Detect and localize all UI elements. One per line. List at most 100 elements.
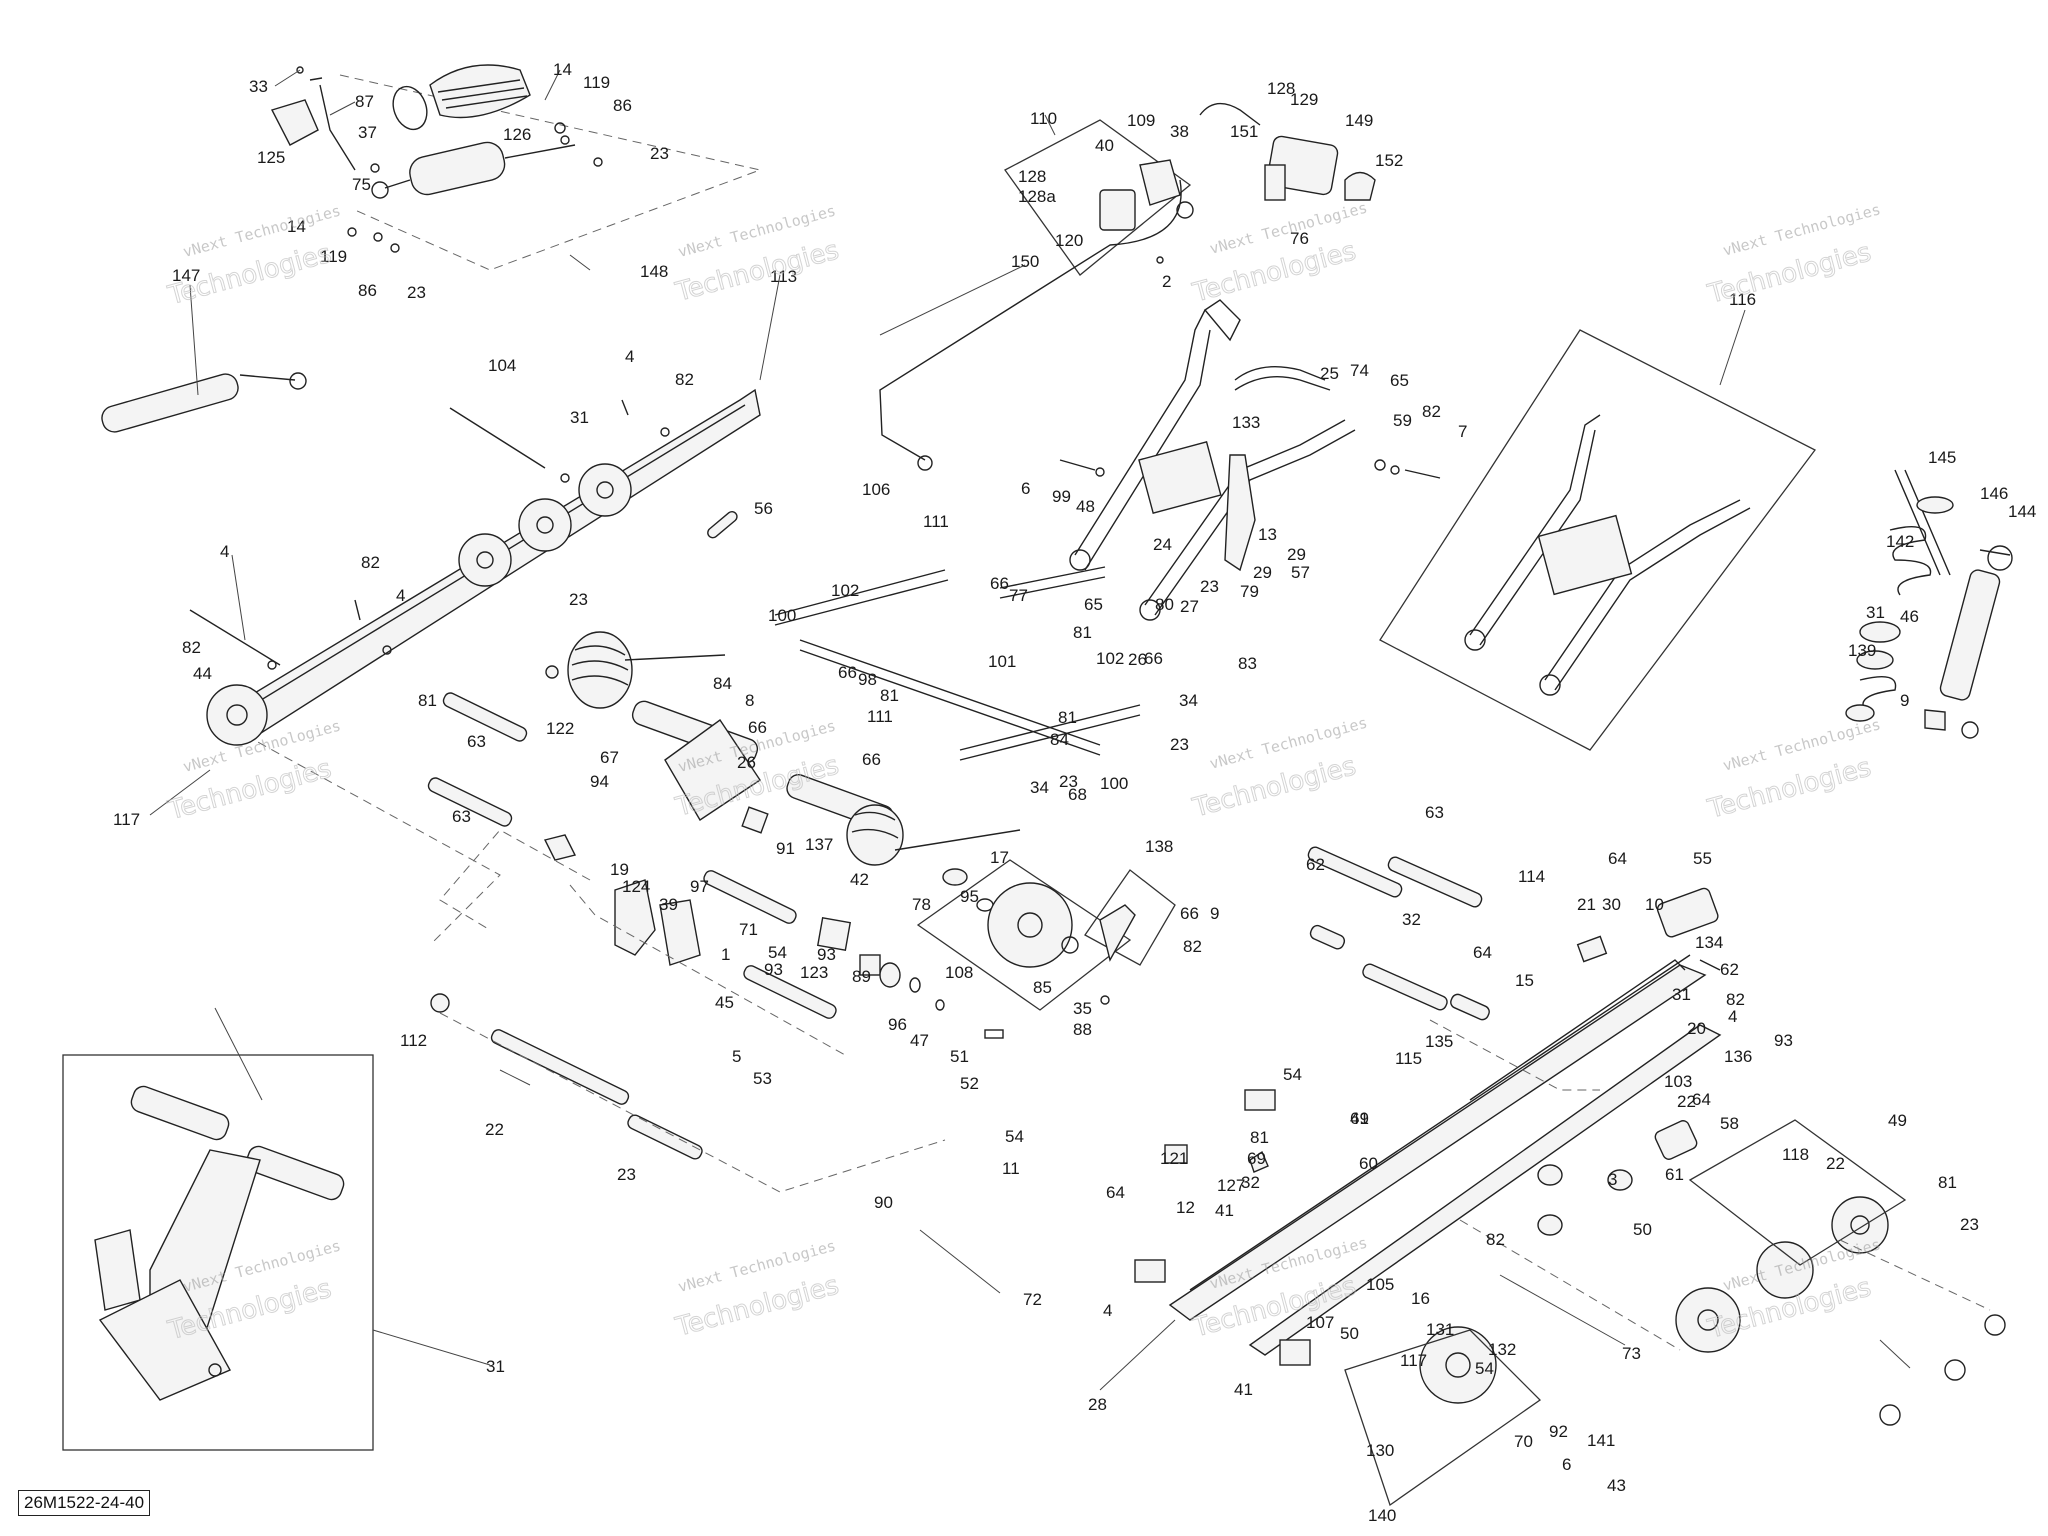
callout-label[interactable]: 81 xyxy=(418,691,437,710)
callout-label[interactable]: 81 xyxy=(1073,623,1092,642)
callout-label[interactable]: 134 xyxy=(1695,933,1723,952)
callout-label[interactable]: 149 xyxy=(1345,111,1373,130)
callout-label[interactable]: 9 xyxy=(1900,691,1909,710)
callout-label[interactable]: 22 xyxy=(485,1120,504,1139)
callout-label[interactable]: 102 xyxy=(1096,649,1124,668)
callout-label[interactable]: 57 xyxy=(1291,563,1310,582)
callout-label[interactable]: 147 xyxy=(172,266,200,285)
callout-label[interactable]: 122 xyxy=(546,719,574,738)
callout-label[interactable]: 38 xyxy=(1170,122,1189,141)
callout-label[interactable]: 113 xyxy=(770,267,797,286)
callout-label[interactable]: 26 xyxy=(737,753,756,772)
callout-label[interactable]: 60 xyxy=(1359,1154,1378,1173)
callout-label[interactable]: 11 xyxy=(1002,1159,1020,1178)
callout-label[interactable]: 82 xyxy=(1422,402,1441,421)
callout-label[interactable]: 54 xyxy=(1005,1127,1024,1146)
callout-label[interactable]: 105 xyxy=(1366,1275,1394,1294)
callout-label[interactable]: 73 xyxy=(1622,1344,1641,1363)
callout-label[interactable]: 50 xyxy=(1340,1324,1359,1343)
callout-label[interactable]: 107 xyxy=(1306,1313,1334,1332)
callout-label[interactable]: 14 xyxy=(553,60,572,79)
callout-label[interactable]: 54 xyxy=(1283,1065,1302,1084)
callout-label[interactable]: 93 xyxy=(817,945,836,964)
callout-label[interactable]: 132 xyxy=(1488,1340,1516,1359)
callout-label[interactable]: 23 xyxy=(1170,735,1189,754)
callout-label[interactable]: 53 xyxy=(753,1069,772,1088)
callout-label[interactable]: 75 xyxy=(352,175,371,194)
callout-label[interactable]: 97 xyxy=(690,877,709,896)
callout-label[interactable]: 63 xyxy=(452,807,471,826)
callout-label[interactable]: 19 xyxy=(610,860,629,879)
callout-label[interactable]: 119 xyxy=(583,73,610,92)
callout-label[interactable]: 127 xyxy=(1217,1176,1245,1195)
callout-label[interactable]: 31 xyxy=(1672,985,1691,1004)
callout-label[interactable]: 95 xyxy=(960,887,979,906)
callout-label[interactable]: 94 xyxy=(590,772,609,791)
callout-label[interactable]: 62 xyxy=(1306,855,1325,874)
callout-label[interactable]: 23 xyxy=(650,144,669,163)
callout-label[interactable]: 82 xyxy=(361,553,380,572)
callout-label[interactable]: 142 xyxy=(1886,532,1914,551)
callout-label[interactable]: 58 xyxy=(1720,1114,1739,1133)
callout-label[interactable]: 34 xyxy=(1030,778,1049,797)
callout-label[interactable]: 6 xyxy=(1021,479,1030,498)
callout-label[interactable]: 84 xyxy=(713,674,732,693)
callout-label[interactable]: 32 xyxy=(1402,910,1421,929)
callout-label[interactable]: 6 xyxy=(1562,1455,1571,1474)
callout-label[interactable]: 136 xyxy=(1724,1047,1752,1066)
callout-label[interactable]: 2 xyxy=(1162,272,1171,291)
callout-label[interactable]: 111 xyxy=(867,707,893,726)
callout-label[interactable]: 104 xyxy=(488,356,516,375)
callout-label[interactable]: 121 xyxy=(1160,1149,1188,1168)
callout-label[interactable]: 138 xyxy=(1145,837,1173,856)
callout-label[interactable]: 66 xyxy=(1144,649,1163,668)
callout-label[interactable]: 119 xyxy=(320,247,347,266)
callout-label[interactable]: 12 xyxy=(1176,1198,1195,1217)
callout-label[interactable]: 135 xyxy=(1425,1032,1453,1051)
callout-label[interactable]: 117 xyxy=(1400,1351,1427,1370)
callout-label[interactable]: 148 xyxy=(640,262,668,281)
callout-label[interactable]: 32 xyxy=(1241,1173,1260,1192)
callout-label[interactable]: 24 xyxy=(1153,535,1172,554)
callout-label[interactable]: 22 xyxy=(1826,1154,1845,1173)
callout-label[interactable]: 34 xyxy=(1179,691,1198,710)
callout-label[interactable]: 3 xyxy=(1608,1170,1617,1189)
callout-label[interactable]: 64 xyxy=(1608,849,1627,868)
callout-label[interactable]: 123 xyxy=(800,963,828,982)
callout-label[interactable]: 64 xyxy=(1473,943,1492,962)
callout-label[interactable]: 5 xyxy=(732,1047,741,1066)
callout-label[interactable]: 28 xyxy=(1088,1395,1107,1414)
callout-label[interactable]: 133 xyxy=(1232,413,1260,432)
callout-label[interactable]: 126 xyxy=(503,125,531,144)
callout-label[interactable]: 114 xyxy=(1518,867,1545,886)
callout-label[interactable]: 98 xyxy=(858,670,877,689)
callout-label[interactable]: 64 xyxy=(1692,1090,1711,1109)
callout-label[interactable]: 50 xyxy=(1633,1220,1652,1239)
callout-label[interactable]: 66 xyxy=(862,750,881,769)
callout-label[interactable]: 40 xyxy=(1095,136,1114,155)
callout-label[interactable]: 111 xyxy=(923,512,949,531)
callout-label[interactable]: 137 xyxy=(805,835,833,854)
callout-label[interactable]: 14 xyxy=(287,217,306,236)
callout-label[interactable]: 87 xyxy=(355,92,374,111)
callout-label[interactable]: 23 xyxy=(1200,577,1219,596)
callout-label[interactable]: 26 xyxy=(1128,650,1147,669)
callout-label[interactable]: 150 xyxy=(1011,252,1039,271)
callout-label[interactable]: 65 xyxy=(1084,595,1103,614)
callout-label[interactable]: 93 xyxy=(1774,1031,1793,1050)
callout-label[interactable]: 81 xyxy=(1938,1173,1957,1192)
callout-label[interactable]: 31 xyxy=(1866,603,1885,622)
callout-label[interactable]: 63 xyxy=(1425,803,1444,822)
callout-label[interactable]: 90 xyxy=(874,1193,893,1212)
callout-label[interactable]: 66 xyxy=(990,574,1009,593)
callout-label[interactable]: 17 xyxy=(990,848,1009,867)
callout-label[interactable]: 4 xyxy=(625,347,634,366)
callout-label[interactable]: 51 xyxy=(950,1047,969,1066)
callout-label[interactable]: 118 xyxy=(1782,1145,1809,1164)
callout-label[interactable]: 68 xyxy=(1068,785,1087,804)
callout-label[interactable]: 59 xyxy=(1393,411,1412,430)
callout-label[interactable]: 56 xyxy=(754,499,773,518)
callout-label[interactable]: 63 xyxy=(467,732,486,751)
callout-label[interactable]: 7 xyxy=(1458,422,1467,441)
callout-label[interactable]: 43 xyxy=(1607,1476,1626,1495)
